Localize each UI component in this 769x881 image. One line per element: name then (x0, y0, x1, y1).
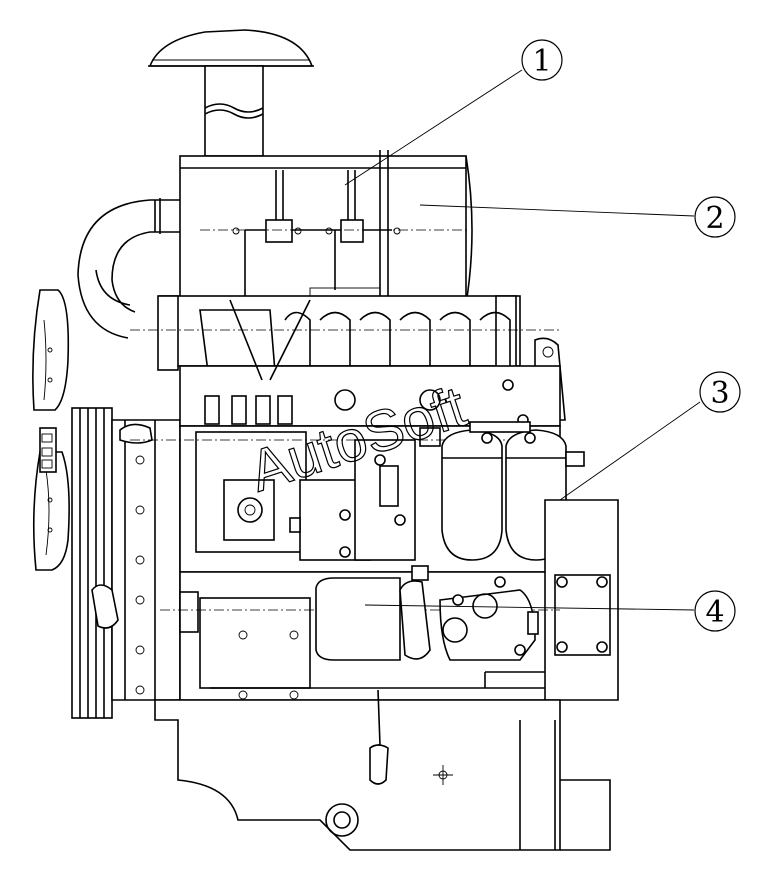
air-intake-cap (148, 29, 314, 157)
cylinder-head (130, 295, 566, 421)
callout-1-label: 1 (532, 44, 551, 79)
callout-3-label: 3 (710, 376, 729, 411)
callout-3: 3 (699, 371, 741, 413)
intake-elbow (77, 198, 180, 339)
callout-2: 2 (694, 196, 736, 238)
fan (32, 289, 70, 571)
callout-4-label: 4 (705, 595, 724, 630)
callout-2-label: 2 (705, 201, 724, 236)
callout-1: 1 (521, 39, 563, 81)
callout-4: 4 (694, 590, 736, 632)
oil-pan (154, 689, 611, 851)
air-cleaner (179, 150, 473, 305)
timing-cover (91, 419, 181, 701)
leader-lines (344, 69, 701, 611)
injection-pump (130, 425, 561, 573)
